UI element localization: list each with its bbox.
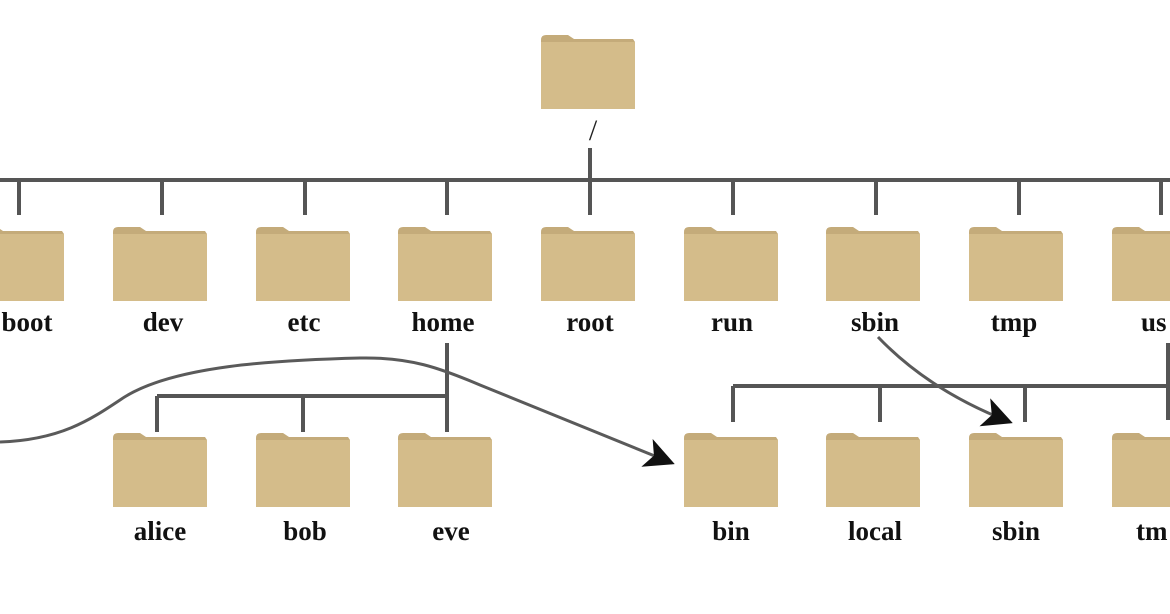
tree-connectors <box>0 148 1170 432</box>
folder-root[interactable]: root <box>541 227 635 337</box>
folder-icon <box>398 433 492 507</box>
folder-alice[interactable]: alice <box>113 433 207 546</box>
folder-icon <box>826 227 920 301</box>
folder-boot[interactable]: boot <box>0 227 64 337</box>
folder-icon <box>113 433 207 507</box>
folder-icon <box>969 227 1063 301</box>
folder-label-run: run <box>711 307 753 337</box>
folder-run[interactable]: run <box>684 227 778 337</box>
folder-label-usr-bin: bin <box>712 516 750 546</box>
folder-tmp[interactable]: tmp <box>969 227 1063 337</box>
folder-label-alice: alice <box>134 516 186 546</box>
folder-usr-local[interactable]: local <box>826 433 920 546</box>
folder-icon <box>541 227 635 301</box>
folder-label-boot: boot <box>1 307 52 337</box>
folder-root-dir[interactable]: / <box>541 35 635 147</box>
folder-label-sbin: sbin <box>851 307 899 337</box>
folder-label-usr-local: local <box>848 516 902 546</box>
folder-bob[interactable]: bob <box>256 433 350 546</box>
folder-label-usr: us <box>1141 307 1167 337</box>
folder-icon <box>1112 433 1170 507</box>
folder-icon <box>1112 227 1170 301</box>
folder-icon <box>684 433 778 507</box>
folder-home[interactable]: home <box>398 227 492 337</box>
folder-eve[interactable]: eve <box>398 433 492 546</box>
folder-icon <box>541 35 635 109</box>
folder-icon <box>398 227 492 301</box>
folder-label-dev: dev <box>143 307 184 337</box>
folder-icon <box>969 433 1063 507</box>
folder-icon <box>113 227 207 301</box>
folder-label-usr-tmp: tm <box>1136 516 1168 546</box>
folder-label-home: home <box>412 307 475 337</box>
folder-label-tmp: tmp <box>991 307 1038 337</box>
folder-icon <box>256 433 350 507</box>
folder-icon <box>0 227 64 301</box>
folder-label-root: root <box>566 307 614 337</box>
folder-icon <box>256 227 350 301</box>
folder-usr-sbin[interactable]: sbin <box>969 433 1063 546</box>
folder-label-usr-sbin: sbin <box>992 516 1040 546</box>
folder-etc[interactable]: etc <box>256 227 350 337</box>
folder-usr[interactable]: us <box>1112 227 1170 337</box>
folder-label-eve: eve <box>432 516 469 546</box>
symlink-arrow-sbin <box>876 335 1013 427</box>
folder-icon <box>684 227 778 301</box>
folder-label-etc: etc <box>288 307 321 337</box>
folder-sbin[interactable]: sbin <box>826 227 920 337</box>
folder-usr-bin[interactable]: bin <box>684 433 778 546</box>
symlink-arrow-bin <box>0 356 675 467</box>
folder-usr-tmp[interactable]: tm <box>1112 433 1170 546</box>
folder-dev[interactable]: dev <box>113 227 207 337</box>
folder-icon <box>826 433 920 507</box>
folder-label-bob: bob <box>283 516 327 546</box>
folder-label-root-dir: / <box>589 114 598 147</box>
